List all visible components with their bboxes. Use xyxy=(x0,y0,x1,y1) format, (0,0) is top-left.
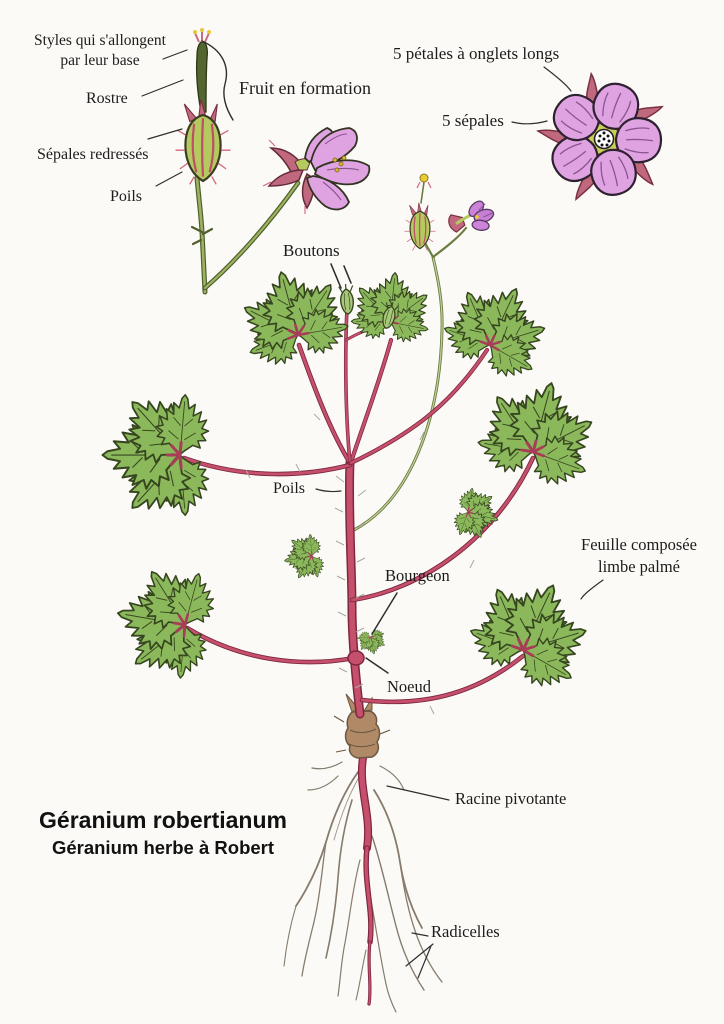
leader-boutons xyxy=(330,263,352,289)
brace-fruit-en-formation xyxy=(201,40,234,121)
leader-poils-fruit xyxy=(155,171,183,187)
label-racine-pivotante: Racine pivotante xyxy=(455,789,567,808)
young-fruit xyxy=(403,202,437,252)
label-petales: 5 pétales à onglets longs xyxy=(393,44,560,63)
leader-styles xyxy=(162,49,188,60)
stem-node xyxy=(347,650,365,666)
fruit-calyx xyxy=(174,98,232,186)
label-radicelles: Radicelles xyxy=(431,922,500,941)
leader-sepales-redresses xyxy=(147,128,183,140)
title-block: Géranium robertianum Géranium herbe à Ro… xyxy=(24,807,302,859)
label-boutons: Boutons xyxy=(283,241,340,260)
leader-racine xyxy=(386,785,450,801)
side-flower xyxy=(262,127,371,214)
label-poils-tige: Poils xyxy=(273,480,306,497)
leader-petales xyxy=(543,66,572,92)
label-poils-fruit: Poils xyxy=(110,188,143,205)
label-sepales-redresses: Sépales redressés xyxy=(37,146,149,163)
fruit-inset-illustration xyxy=(174,28,371,295)
leader-feuille xyxy=(580,579,604,600)
label-bourgeon: Bourgeon xyxy=(385,566,450,585)
label-feuille: Feuille composée limbe palmé xyxy=(581,535,697,576)
label-cinq-sepales: 5 sépales xyxy=(442,111,504,130)
leader-radicelles xyxy=(405,932,434,979)
stem-hairs xyxy=(245,413,475,715)
leader-bourgeon xyxy=(371,592,398,635)
small-flower xyxy=(448,200,495,233)
leader-poils-tige xyxy=(315,488,342,493)
species-latin-name: Géranium robertianum xyxy=(39,807,287,833)
fruitlet-tip xyxy=(419,173,429,183)
species-common-name: Géranium herbe à Robert xyxy=(51,837,275,858)
leader-noeud xyxy=(365,657,389,674)
label-styles: Styles qui s'allongent par leur base xyxy=(34,32,166,70)
leader-rostre xyxy=(141,79,184,97)
label-fruit-en-formation: Fruit en formation xyxy=(239,78,371,98)
label-noeud: Noeud xyxy=(387,677,431,696)
leader-lines xyxy=(141,40,604,979)
roots-illustration xyxy=(283,693,443,1013)
label-rostre: Rostre xyxy=(86,90,128,107)
leader-cinq-sepales xyxy=(511,120,548,125)
flower-face-illustration xyxy=(537,72,664,206)
plant-illustration xyxy=(103,173,618,719)
